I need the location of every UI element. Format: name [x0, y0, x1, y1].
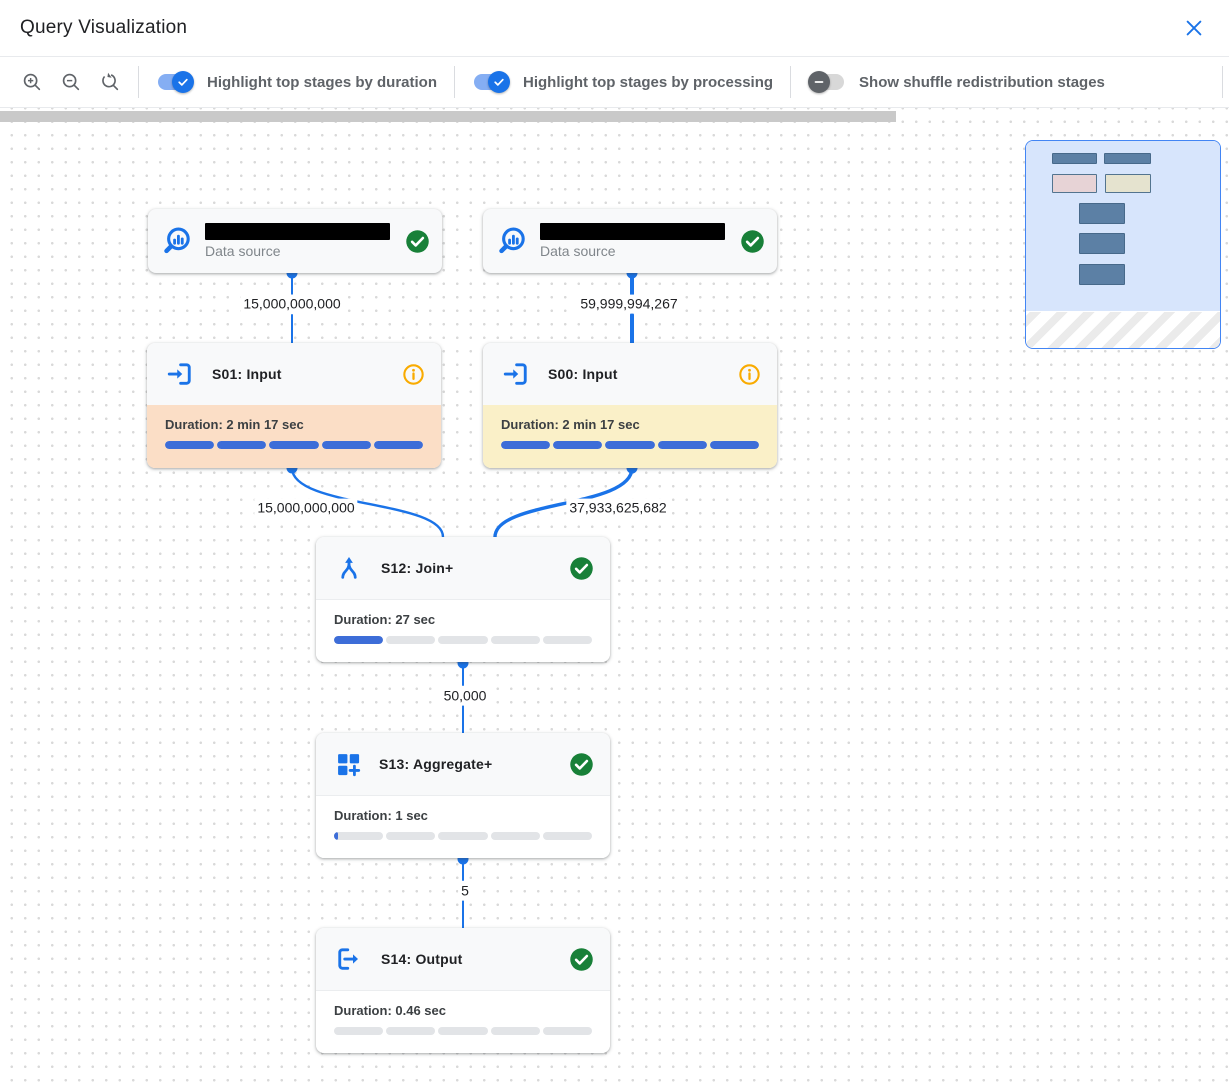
toggle-label-shuffle: Show shuffle redistribution stages [859, 73, 1105, 91]
toggle-label-duration: Highlight top stages by duration [207, 73, 437, 91]
stage-title: S00: Input [548, 366, 618, 382]
bigquery-icon [499, 227, 525, 254]
duration-label: Duration: 0.46 sec [334, 1003, 446, 1018]
duration-label: Duration: 2 min 17 sec [165, 417, 304, 432]
node-data-source-2[interactable]: Data source [483, 209, 777, 273]
edge-row-count: 5 [458, 881, 472, 901]
toggle-label-processing: Highlight top stages by processing [523, 73, 774, 91]
close-button[interactable] [1181, 15, 1207, 41]
horizontal-scrollbar-thumb[interactable] [0, 111, 896, 122]
page-title: Query Visualization [20, 17, 188, 38]
minimap-viewport [1026, 141, 1220, 311]
duration-section: Duration: 1 sec [316, 795, 610, 858]
duration-progress-bar [165, 441, 424, 449]
redacted-table-name [205, 223, 390, 240]
duration-section: Duration: 0.46 sec [316, 990, 610, 1053]
node-subtitle: Data source [205, 243, 281, 259]
stage-title: S13: Aggregate+ [379, 756, 493, 772]
stage-title: S01: Input [212, 366, 282, 382]
zoom-out-button[interactable] [60, 71, 82, 93]
toolbar-divider [138, 66, 139, 98]
minimap-node [1052, 153, 1097, 164]
check-icon [178, 78, 188, 86]
status-success-icon [570, 752, 593, 776]
info-icon[interactable] [401, 362, 426, 387]
stage-title: S14: Output [381, 951, 463, 967]
toggle-group-processing: Highlight top stages by processing [455, 70, 790, 94]
minimap-node [1079, 264, 1125, 285]
status-success-icon [406, 229, 429, 253]
minimap-node-processing-highlight [1105, 174, 1151, 193]
close-icon [1186, 20, 1202, 36]
redacted-table-name [540, 223, 725, 240]
node-stage-s01[interactable]: S01: Input Duration: 2 min 17 sec [147, 343, 441, 468]
duration-label: Duration: 27 sec [334, 612, 436, 627]
show-shuffle-toggle[interactable] [808, 70, 846, 94]
minimap-node [1079, 233, 1125, 254]
node-stage-s12[interactable]: S12: Join+ Duration: 27 sec [316, 537, 610, 662]
toolbar-divider [790, 66, 792, 98]
zoom-in-icon [23, 73, 41, 91]
minimap-out-of-bounds-hatch [1026, 312, 1220, 348]
zoom-controls [0, 71, 138, 93]
duration-progress-bar [334, 832, 593, 840]
edge-row-count: 37,933,625,682 [566, 498, 670, 518]
node-subtitle: Data source [540, 243, 616, 259]
minimap-node-duration-highlight [1052, 174, 1097, 193]
output-icon [338, 948, 358, 970]
toggle-group-shuffle: Show shuffle redistribution stages [791, 70, 1122, 94]
highlight-duration-toggle[interactable] [156, 70, 194, 94]
stage-title: S12: Join+ [381, 560, 454, 576]
duration-progress-bar [334, 636, 593, 644]
edge-row-count: 50,000 [440, 686, 490, 706]
edge-s00-s12 [493, 466, 634, 539]
minus-icon [814, 81, 824, 83]
zoom-reset-icon [102, 72, 119, 91]
input-icon [167, 363, 191, 385]
zoom-reset-button[interactable] [99, 71, 121, 93]
edge-s01-s12 [290, 466, 445, 539]
toolbar-divider [454, 66, 455, 98]
edge-row-count: 15,000,000,000 [254, 498, 358, 518]
check-icon [494, 78, 504, 86]
duration-section: Duration: 2 min 17 sec [147, 405, 441, 468]
minimap-node [1104, 153, 1151, 164]
visualization-toolbar: Highlight top stages by duration Highlig… [0, 57, 1229, 108]
duration-label: Duration: 2 min 17 sec [501, 417, 640, 432]
dialog-titlebar: Query Visualization [0, 0, 1229, 57]
join-icon [341, 557, 357, 579]
info-icon[interactable] [737, 362, 762, 387]
aggregate-icon [338, 754, 361, 777]
status-success-icon [570, 556, 593, 580]
graph-minimap[interactable] [1025, 140, 1221, 349]
query-graph-canvas[interactable]: 15,000,000,000 59,999,994,267 15,000,000… [0, 108, 1229, 1090]
bigquery-icon [164, 227, 190, 254]
toggle-group-duration: Highlight top stages by duration [139, 70, 454, 94]
edge-row-count: 15,000,000,000 [240, 294, 344, 314]
zoom-in-button[interactable] [21, 71, 43, 93]
duration-label: Duration: 1 sec [334, 808, 428, 823]
toggle-thumb [488, 71, 510, 93]
node-stage-s14[interactable]: S14: Output Duration: 0.46 sec [316, 928, 610, 1053]
minimap-node [1079, 203, 1125, 224]
duration-progress-bar [501, 441, 760, 449]
duration-section: Duration: 2 min 17 sec [483, 405, 777, 468]
toggle-thumb [808, 71, 831, 93]
edge-row-count: 59,999,994,267 [577, 294, 681, 314]
node-stage-s00[interactable]: S00: Input Duration: 2 min 17 sec [483, 343, 777, 468]
zoom-out-icon [62, 73, 80, 91]
toggle-thumb [172, 71, 194, 93]
duration-section: Duration: 27 sec [316, 599, 610, 662]
input-icon [503, 363, 527, 385]
toolbar-divider [1222, 66, 1223, 98]
node-data-source-1[interactable]: Data source [148, 209, 442, 273]
node-stage-s13[interactable]: S13: Aggregate+ Duration: 1 sec [316, 733, 610, 858]
duration-progress-bar [334, 1027, 593, 1035]
highlight-processing-toggle[interactable] [472, 70, 510, 94]
status-success-icon [570, 947, 593, 971]
status-success-icon [741, 229, 764, 253]
